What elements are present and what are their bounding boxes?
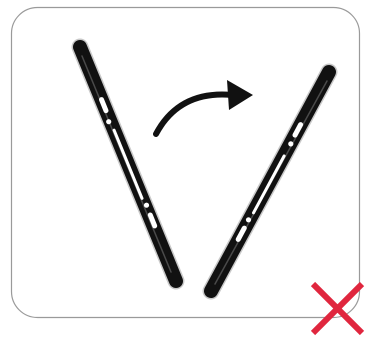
illustration-frame bbox=[12, 8, 360, 318]
